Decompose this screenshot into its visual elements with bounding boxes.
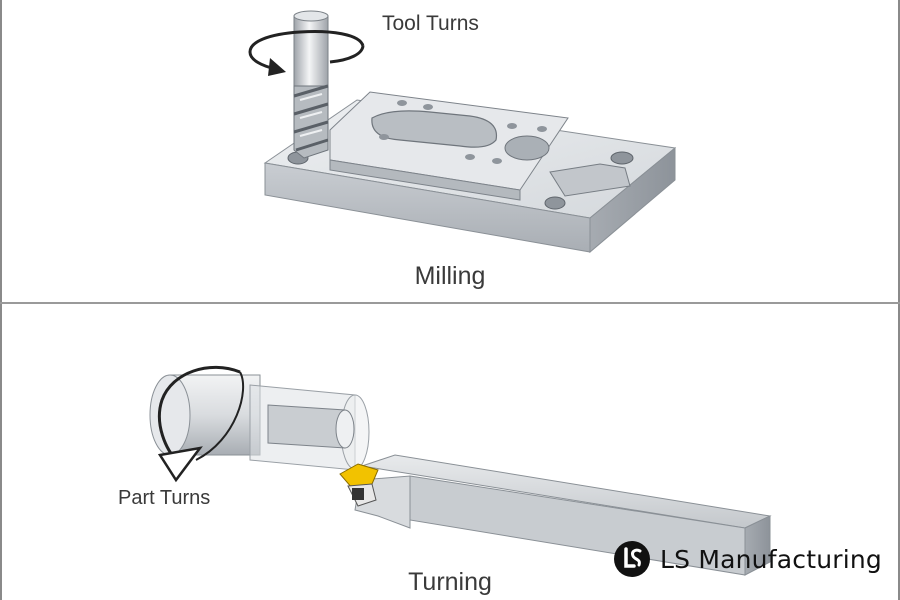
section-divider [0,302,900,304]
rotation-arrow-icon [157,365,245,483]
brand-name: LS Manufacturing [660,544,882,574]
end-mill-icon [293,10,329,159]
frame-left-border [0,0,2,600]
frame-right-border [898,0,900,600]
brand-watermark: LS Manufacturing [612,539,882,579]
part-turns-label: Part Turns [118,487,211,509]
rotation-arrow-icon [248,30,365,76]
turning-caption: Turning [408,568,492,596]
milling-caption: Milling [414,262,486,290]
cutting-tool-icon [339,454,772,576]
milling-workpiece [263,91,677,254]
cylinder-part-icon [149,374,370,471]
ls-logo-icon [614,541,650,577]
tool-turns-label: Tool Turns [382,12,479,35]
